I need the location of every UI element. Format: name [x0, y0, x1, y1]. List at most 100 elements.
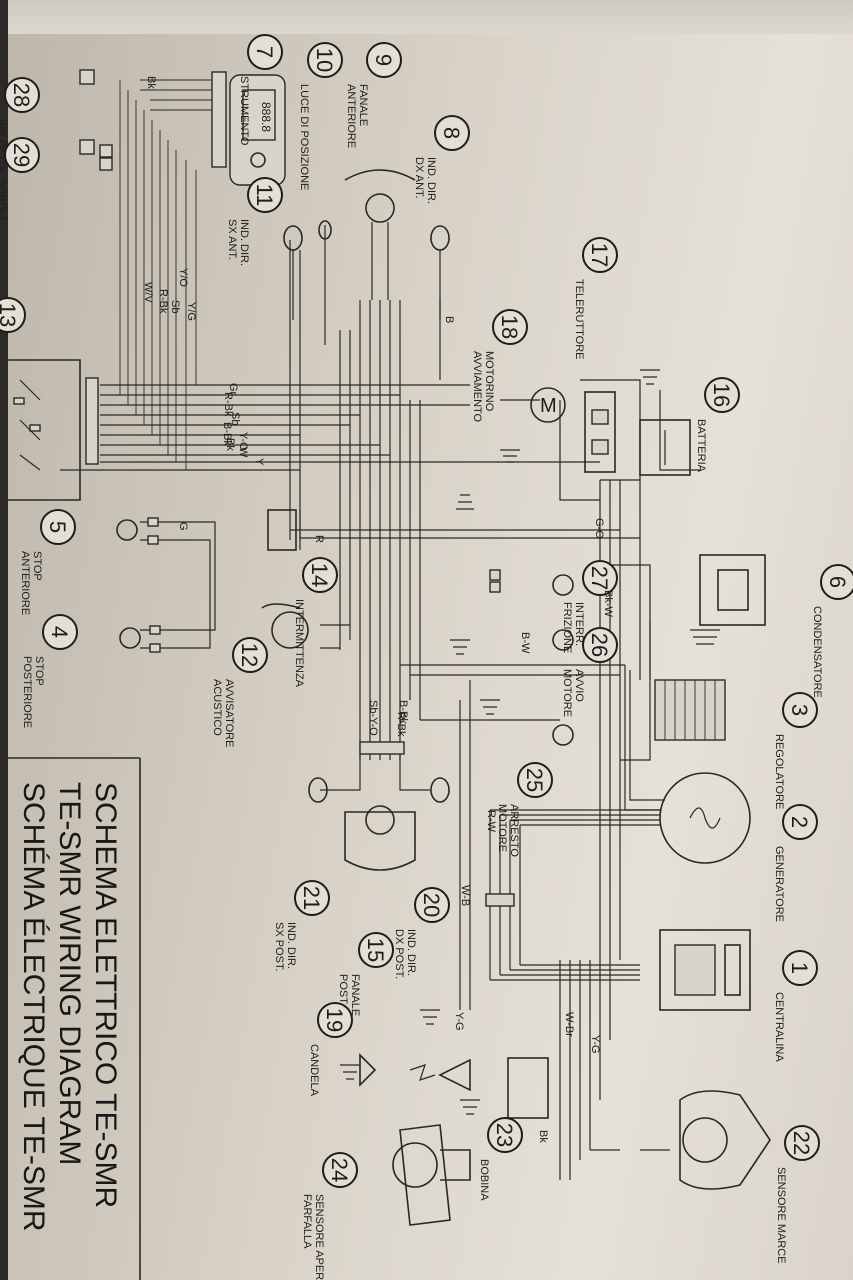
component-number: 12	[237, 643, 262, 667]
component-number: 23	[492, 1123, 517, 1147]
gear-sensor-symbol	[679, 1090, 771, 1190]
component-label: ACUSTICO	[211, 679, 223, 736]
component-number-badge	[232, 637, 268, 673]
component-label: STRUMENTO	[238, 76, 250, 146]
wire-code: Y/G	[185, 302, 197, 321]
component-number-badge	[247, 34, 283, 70]
component-label: INTERMITTENZA	[293, 599, 305, 688]
component-number-badge	[704, 377, 740, 413]
component-number: 1	[787, 962, 812, 974]
component-number: 4	[47, 626, 72, 638]
component-number-badge	[307, 42, 343, 78]
component-labels: 1CENTRALINA2GENERATORE3REGOLATORE4STOPPO…	[0, 34, 853, 1280]
component-label: DX ANT.	[413, 157, 425, 199]
wire-code: Y/O	[177, 268, 189, 287]
spark-plug-symbol	[359, 1053, 377, 1087]
starter-relay	[584, 391, 616, 473]
wire-code: Y-O	[237, 432, 249, 451]
component-number-badge	[247, 177, 283, 213]
wire-code: B	[443, 316, 455, 323]
component-label: SX ANT.	[226, 219, 238, 260]
component-number: 5	[45, 521, 70, 533]
wire-code: Y	[253, 458, 265, 466]
component-label: CENTRALINA	[773, 992, 785, 1062]
component-number-badge	[4, 77, 40, 113]
component-label: IND. DIR.	[285, 922, 297, 969]
wire-code: Bk	[537, 1130, 549, 1143]
component-label: IND. DIR.	[405, 929, 417, 976]
component-number: 22	[789, 1131, 814, 1155]
component-label: SX POST.	[273, 922, 285, 972]
component-label: TELERUTTORE	[573, 279, 585, 359]
component-label: FANALE	[349, 974, 361, 1016]
horn-symbol	[261, 603, 309, 649]
wire-code: G-O	[593, 518, 605, 539]
component-number: 2	[787, 816, 812, 828]
component-number-badge	[582, 237, 618, 273]
component-label: ANTERIORE	[345, 84, 357, 148]
wire-code: G	[177, 522, 189, 531]
component-label: MOTORE	[561, 669, 573, 717]
headlight-symbol	[344, 169, 416, 300]
component-number-badge	[414, 887, 450, 923]
component-number: 18	[497, 315, 522, 339]
battery-symbol	[639, 419, 691, 476]
component-number-badge	[302, 557, 338, 593]
component-number: 6	[825, 576, 850, 588]
component-number: 15	[363, 938, 388, 962]
wiring-harness	[8, 69, 720, 1180]
wire-code: R-Bk	[395, 712, 407, 737]
wire-code: Bk	[145, 76, 157, 89]
switch-symbols-right	[552, 574, 574, 746]
component-number-badge	[582, 560, 618, 596]
wire-code: R-Bk	[222, 392, 234, 417]
svg-text:M: M	[540, 395, 557, 417]
starter-motor: M	[530, 387, 566, 423]
title-line-en: TE-SMR WIRING DIAGRAM	[53, 782, 86, 1165]
component-number: 26	[587, 633, 612, 657]
component-label: ANTERIORE	[19, 551, 31, 615]
flasher-symbol	[267, 509, 297, 551]
component-number: 25	[522, 768, 547, 792]
instrument-cluster: 888.8	[211, 71, 286, 186]
regulator-symbol	[654, 679, 726, 741]
component-number: 14	[307, 563, 332, 587]
component-number-badge	[784, 1125, 820, 1161]
component-number-badge	[434, 115, 470, 151]
component-number: 3	[787, 704, 812, 716]
component-number: 16	[709, 383, 734, 407]
component-label: INTERR.	[573, 602, 585, 646]
component-number: 10	[312, 48, 337, 72]
component-label: FARFALLA	[301, 1194, 313, 1249]
wire-code: B-Bk	[221, 422, 233, 446]
rear-indicators	[308, 777, 450, 803]
front-indicator-left	[283, 225, 303, 320]
component-number: 8	[439, 127, 464, 139]
component-number-badge	[582, 627, 618, 663]
component-label: VELOCITA'	[0, 119, 7, 175]
component-label: CANDELA	[308, 1044, 320, 1097]
component-label: SENSORE APERTURA	[313, 1194, 325, 1280]
component-label: STOP	[33, 656, 45, 686]
